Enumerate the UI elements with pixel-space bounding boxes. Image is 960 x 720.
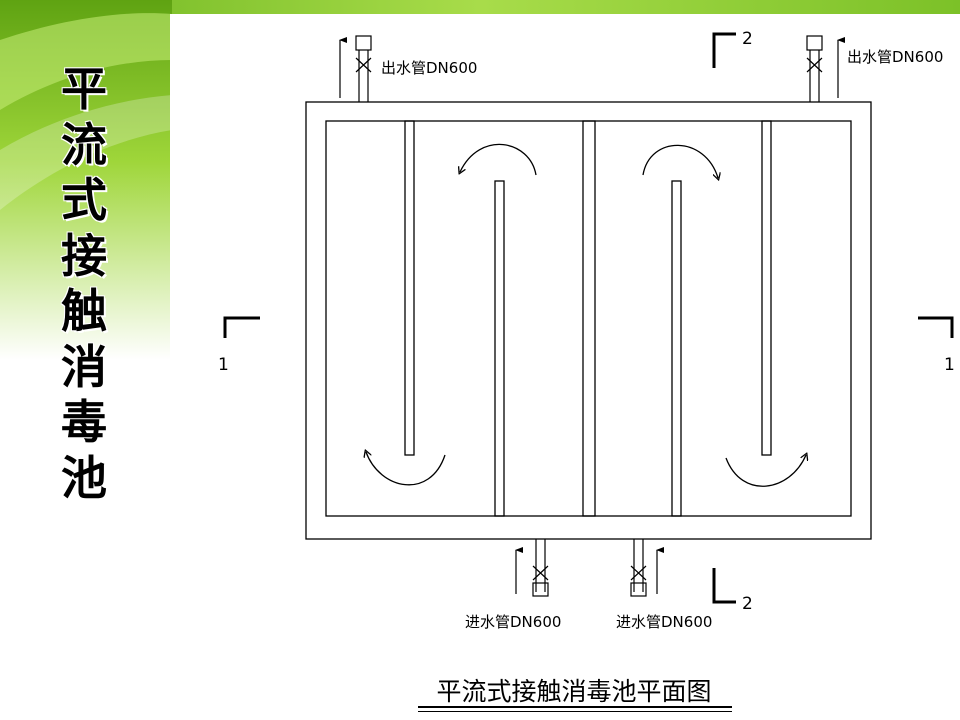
section-label-1-right: 1	[944, 355, 955, 375]
flow-arrow	[460, 143, 537, 176]
flow-arrows	[366, 143, 806, 487]
flow-arrow	[642, 144, 718, 178]
inlet-pipe-right	[630, 539, 664, 597]
section-label-1-left: 1	[218, 355, 229, 375]
outlet-pipe-right	[806, 35, 845, 102]
section-marker-1-left	[223, 316, 260, 338]
center-partition	[582, 120, 596, 517]
side-title-char: 池	[61, 450, 107, 505]
side-title-char: 接	[61, 228, 107, 283]
section-marker-2-top	[712, 32, 736, 68]
section-markers	[223, 32, 954, 604]
side-title-char: 毒	[61, 395, 107, 449]
baffle-left-top	[404, 120, 415, 456]
outlet-label-left: 出水管DN600	[381, 59, 477, 77]
side-title-char: 触	[61, 284, 107, 338]
baffle-left-bottom	[494, 180, 505, 517]
inlet-label-left: 进水管DN600	[465, 613, 561, 631]
section-marker-1-right	[918, 316, 954, 338]
baffle-right-bottom	[671, 180, 682, 517]
tank-outer-wall	[305, 101, 872, 540]
side-title: 平 流 式 接 触 消 毒 池	[52, 62, 116, 506]
side-title-char: 平	[61, 62, 107, 116]
section-label-2-top: 2	[742, 29, 753, 49]
diagram-caption: 平流式接触消毒池平面图	[436, 677, 712, 706]
side-title-char: 流	[61, 117, 107, 172]
inlet-label-right: 进水管DN600	[616, 613, 712, 631]
side-title-char: 式	[61, 173, 107, 227]
drawing-area	[170, 14, 960, 720]
caption-underline	[418, 706, 732, 708]
green-banner-background	[0, 0, 960, 360]
section-label-2-bottom: 2	[742, 594, 753, 614]
flow-arrow	[725, 455, 806, 487]
baffle-right-top	[761, 120, 772, 456]
outlet-label-right: 出水管DN600	[847, 48, 943, 66]
side-title-char: 消	[61, 339, 107, 394]
outlet-pipe-left	[339, 35, 372, 102]
flow-arrow	[366, 452, 446, 486]
caption-underline	[418, 711, 732, 712]
inlet-pipe-left	[515, 539, 549, 597]
section-marker-2-bottom	[712, 568, 736, 604]
